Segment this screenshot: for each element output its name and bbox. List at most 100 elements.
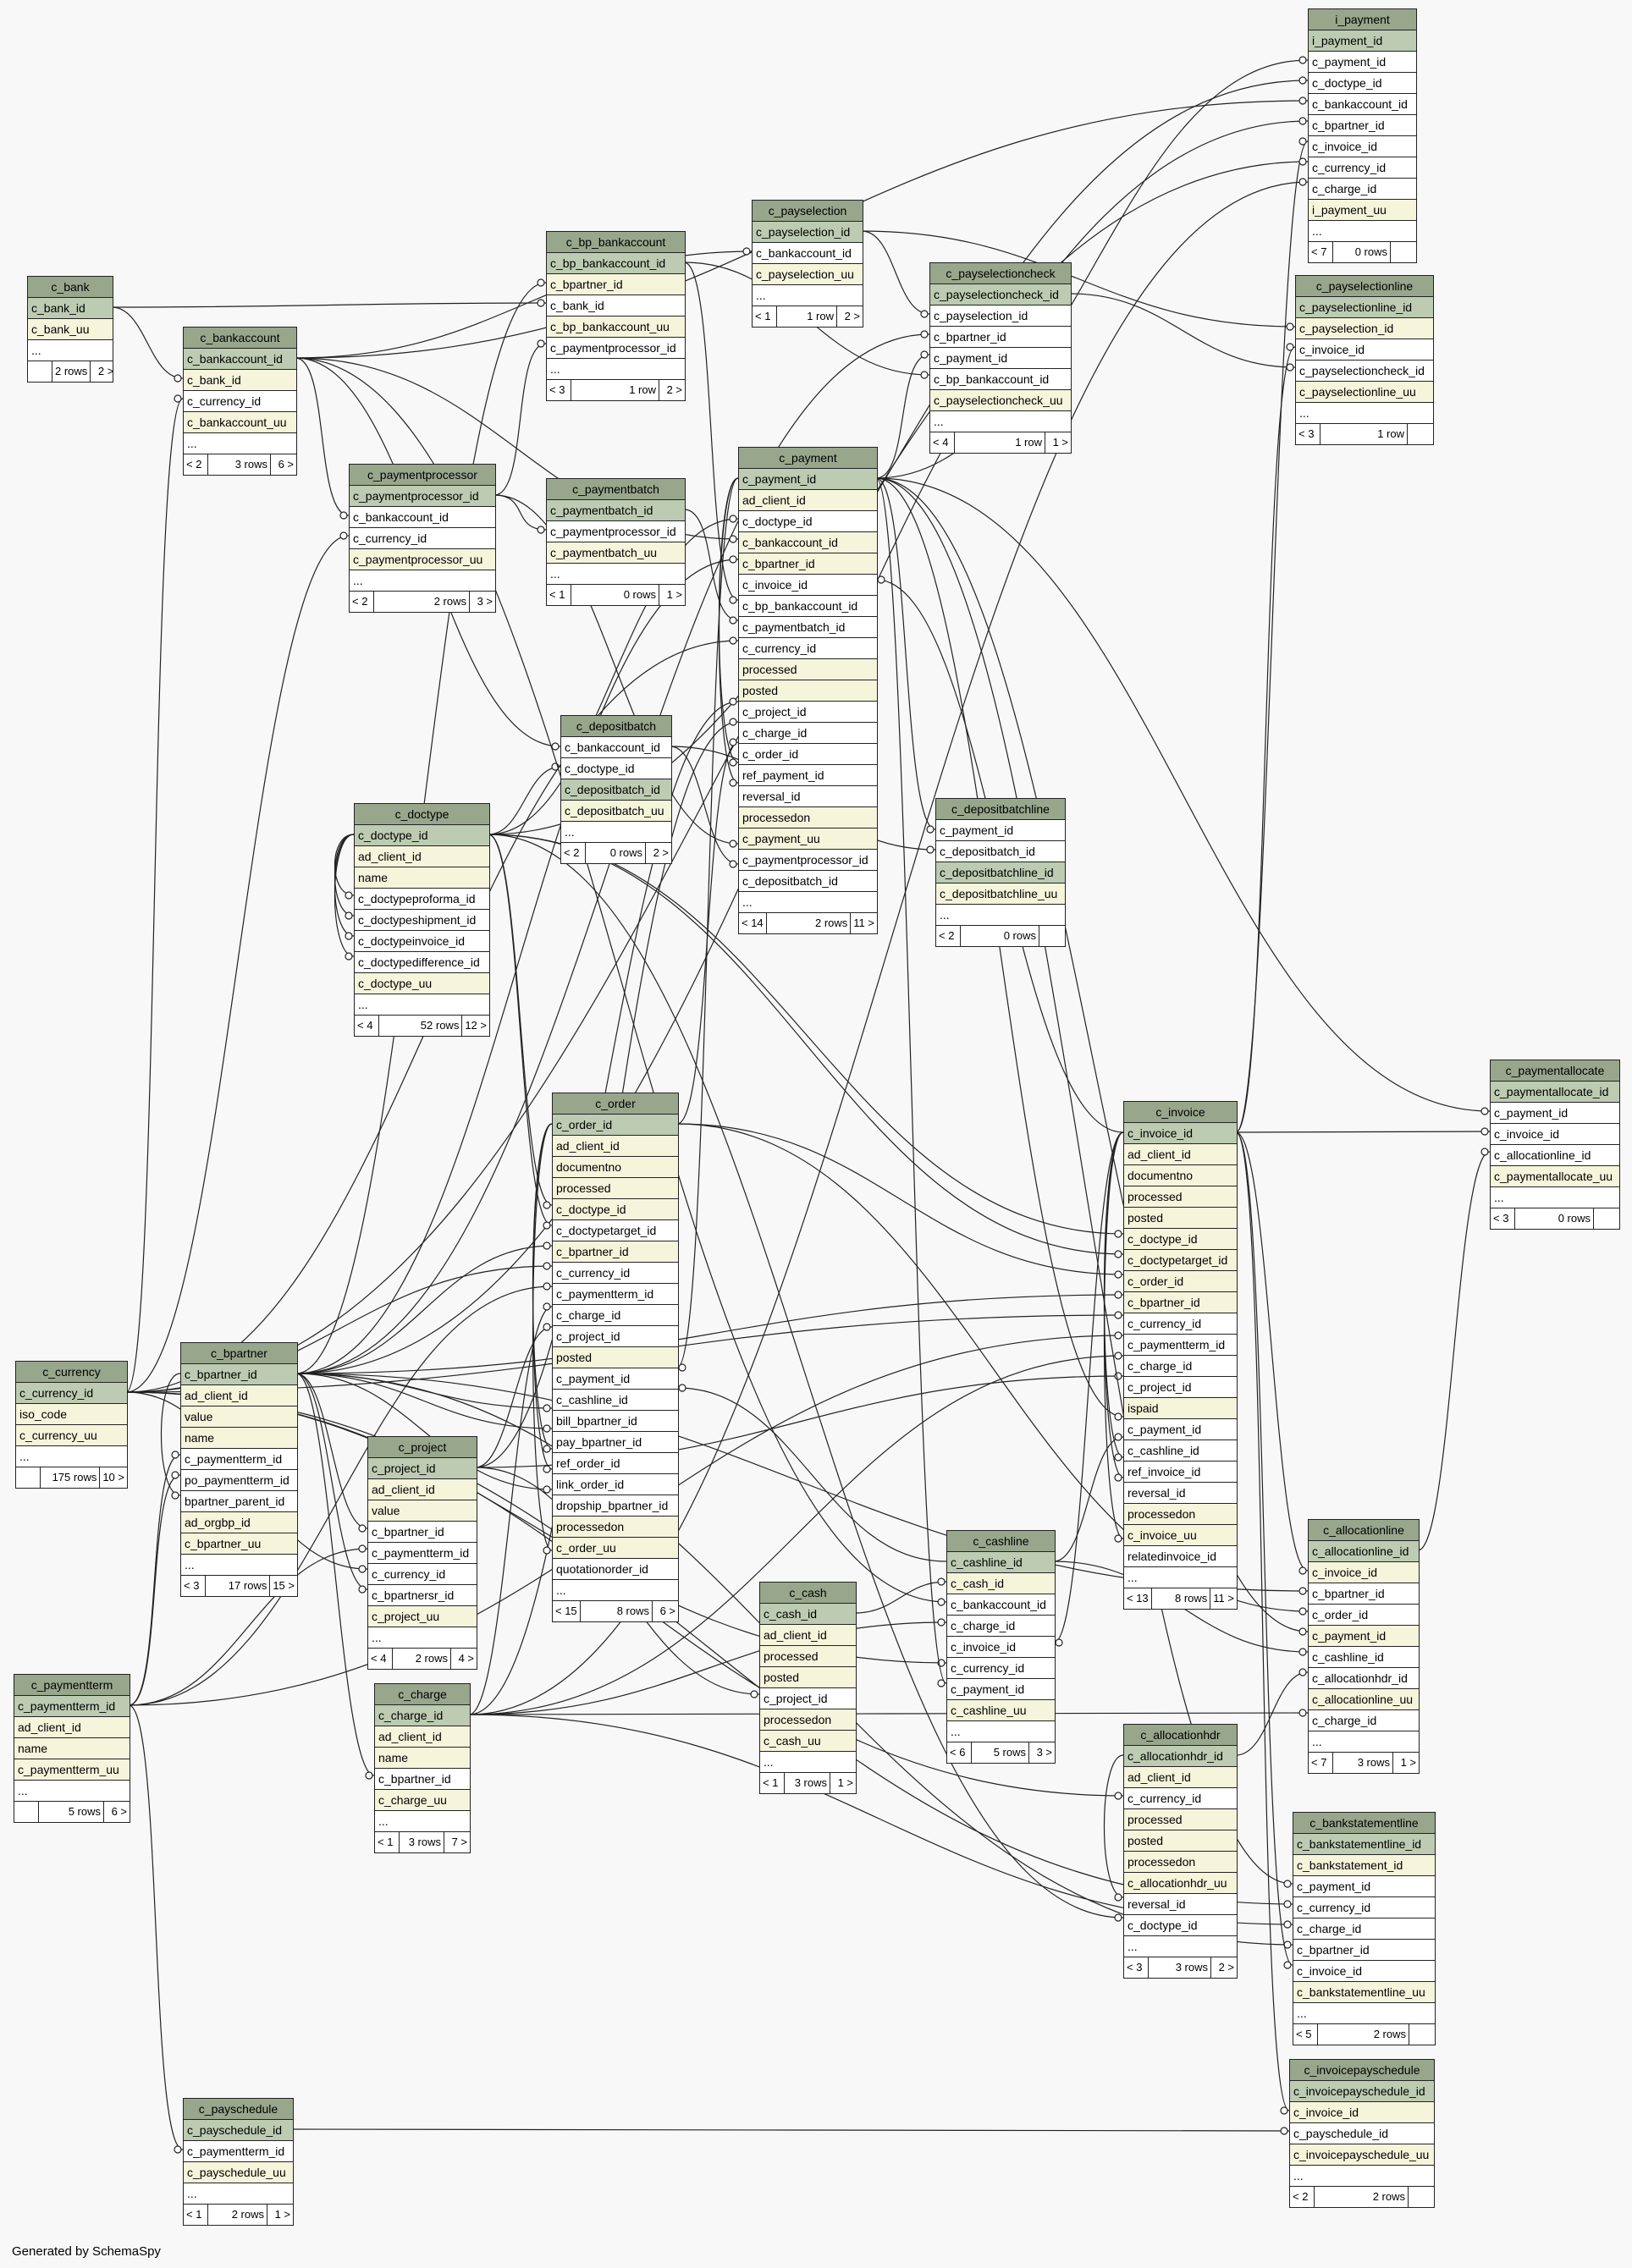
table-column: c_doctype_id [561,758,671,779]
table-column: c_project_id [553,1326,678,1347]
optional-many-marker [1298,1668,1307,1676]
optional-many-marker [537,299,545,307]
parents-count: < 1 [184,2205,208,2225]
more-columns: ... [184,433,296,454]
table-column: c_doctype_id [553,1199,678,1220]
table-column: c_currency_id [553,1263,678,1284]
optional-many-marker [1298,117,1307,125]
relationship-line [718,477,739,784]
table-column: c_payschedule_id [1290,2123,1434,2144]
optional-many-marker [1114,1893,1122,1902]
relationship-line [1103,1131,1124,1539]
optional-many-marker [1298,96,1307,105]
row-count: 1 row [1320,424,1408,444]
optional-many-marker [358,1565,367,1573]
more-columns: ... [1309,221,1416,242]
table-column: c_allocationhdr_uu [1124,1873,1237,1894]
optional-many-marker [1114,1913,1122,1922]
children-count: 12 > [465,1019,487,1032]
table-column: quotationorder_id [553,1559,678,1580]
table-column: processed [1124,1809,1237,1830]
table-column: ad_client_id [553,1136,678,1157]
more-columns: ... [1296,403,1433,424]
optional-many-marker [1114,1534,1122,1543]
optional-many-marker [1298,76,1307,85]
table-column: c_payment_id [930,348,1071,369]
table-column: c_payment_id [936,820,1065,841]
table-column: name [355,867,489,889]
table-title: c_invoice [1124,1102,1237,1123]
relationship-line [532,1123,553,1551]
table-column: c_currency_id [184,391,296,412]
table-column: c_bankaccount_id [947,1594,1055,1616]
table-column: c_paymentterm_uu [14,1759,130,1781]
optional-many-marker [729,535,737,543]
table-title: c_bankstatementline [1293,1813,1435,1834]
row-count: 175 rows [41,1467,101,1488]
table-column: posted [553,1347,678,1368]
table-column: c_bp_bankaccount_id [739,596,877,617]
table-column: ad_client_id [181,1385,297,1406]
children-count: 2 > [653,846,669,859]
table-column: iso_code [16,1404,127,1425]
optional-many-marker [729,839,737,848]
table-title: c_invoicepayschedule [1290,2060,1434,2081]
table-column: ad_client_id [355,846,489,867]
table-column: name [14,1738,130,1759]
optional-many-marker [171,1491,179,1500]
table-column: c_paymentallocate_id [1491,1082,1619,1103]
table-column: c_bpartner_uu [181,1533,297,1555]
relationship-line [295,559,739,1374]
table-column: c_bpartner_id [547,274,685,295]
children-count: 6 > [659,1605,675,1617]
table-title: c_bank [28,277,113,298]
table-column: c_bank_id [28,298,113,319]
parents-count [16,1467,41,1488]
optional-many-marker [171,1451,179,1459]
table-title: c_payment [739,448,877,469]
parents-count [28,361,52,382]
table-column: c_project_id [368,1458,477,1479]
table-column: c_paymentterm_id [553,1284,678,1305]
children-count: 2 > [666,383,682,396]
table-column: c_paymentprocessor_id [547,521,685,542]
optional-many-marker [1298,1566,1307,1575]
more-columns: ... [184,2183,293,2205]
relationship-line [670,746,739,865]
relationship-line [875,59,1309,479]
table-column: ref_invoice_id [1124,1462,1237,1483]
optional-many-marker [729,779,737,787]
row-count: 3 rows [1333,1753,1393,1773]
table-column: c_cashline_id [553,1390,678,1411]
relationship-line [875,477,936,830]
children-count [1409,2187,1434,2207]
optional-many-marker [937,1577,946,1586]
row-count: 5 rows [39,1802,104,1822]
table-title: c_doctype [355,804,489,825]
relationship-line [683,261,739,601]
table-column: c_bankaccount_id [1309,94,1416,115]
table-column: c_bankstatement_id [1293,1855,1435,1876]
table-column: c_bp_bankaccount_id [930,369,1071,390]
optional-many-marker [750,1690,758,1698]
optional-many-marker [543,1546,551,1555]
table-column: c_doctypeproforma_id [355,889,489,910]
table-column: c_depositbatch_id [561,779,671,801]
table-column: c_bpartner_id [375,1769,470,1790]
table-column: ad_client_id [1124,1767,1237,1788]
table-column: c_doctype_uu [355,973,489,994]
relationship-line [295,1245,553,1374]
parents-count: < 1 [375,1832,400,1852]
table-column: c_charge_id [1309,179,1416,200]
